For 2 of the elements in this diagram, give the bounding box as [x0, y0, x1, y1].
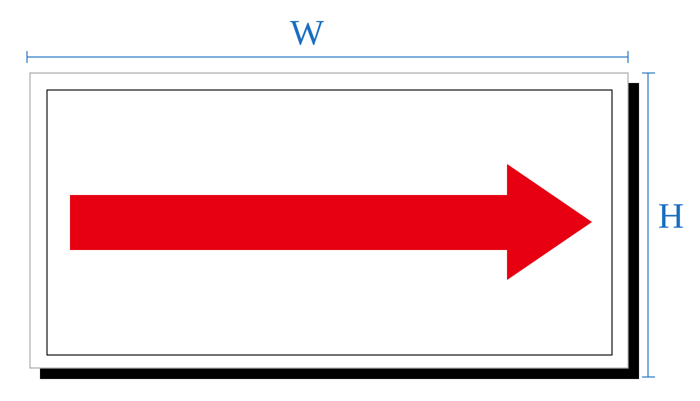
dimension-label: H: [659, 204, 683, 228]
dimension-label: W: [290, 20, 324, 46]
